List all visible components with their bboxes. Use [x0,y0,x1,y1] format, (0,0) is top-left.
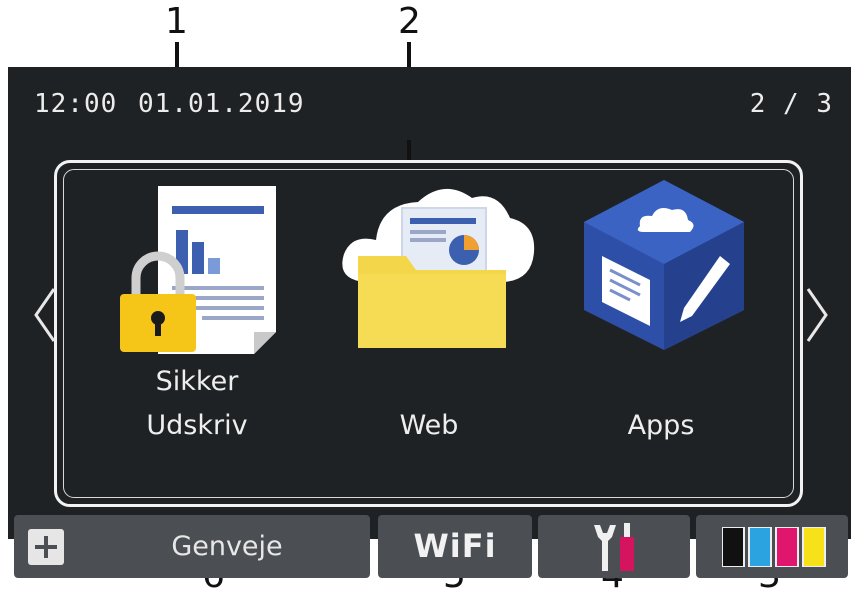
callout-1-leader [175,42,179,74]
apps-cube-icon [584,180,744,350]
touchscreen-display: 12:00 01.01.2019 2 / 3 Sikker Udskr [8,67,851,578]
toner-cartridges-icon [722,527,826,567]
app-apps[interactable]: Apps [556,172,766,502]
app-secure-print-label-1: Sikker [155,366,239,397]
callout-1: 1 [165,1,188,42]
apps-frame [54,160,803,507]
settings-button[interactable] [538,515,690,578]
wrench-screwdriver-icon [594,523,634,571]
app-web-label: Web [399,410,459,441]
shortcuts-label: Genveje [171,531,283,562]
web-folder-cloud-icon [342,188,535,348]
apps-frame-inner [63,169,794,498]
secure-print-icon [120,186,276,354]
callout-2: 2 [398,1,421,42]
toner-button[interactable] [696,515,848,578]
callout-2-leader-inner [407,140,411,160]
wifi-label: WiFi [413,527,497,565]
chevron-left-icon[interactable] [30,285,60,345]
wifi-button[interactable]: WiFi [378,515,532,578]
plus-icon [28,529,64,565]
status-time: 12:00 [34,89,118,119]
status-date: 01.01.2019 [138,89,305,119]
app-web[interactable]: Web [324,172,535,502]
chevron-right-icon[interactable] [802,285,832,345]
app-secure-print-label-2: Udskriv [146,410,248,441]
app-apps-label: Apps [627,410,695,441]
shortcuts-button[interactable]: Genveje [14,515,370,578]
app-secure-print[interactable]: Sikker Udskriv [92,172,302,502]
page-indicator: 2 / 3 [749,89,833,119]
